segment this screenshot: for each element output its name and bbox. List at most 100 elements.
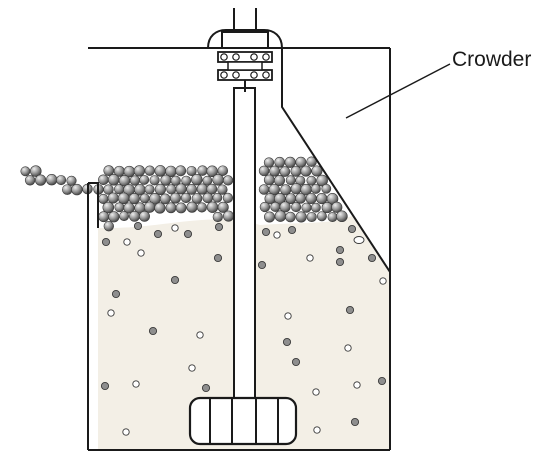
froth-bead: [139, 193, 150, 204]
froth-bead: [114, 184, 125, 195]
froth-bead: [20, 166, 31, 177]
flange-bolt: [220, 71, 228, 79]
froth-bead: [103, 221, 114, 232]
froth-bead: [222, 175, 234, 186]
froth-bead: [310, 183, 321, 194]
mineral-particle: [214, 222, 224, 232]
froth-bead: [159, 193, 171, 205]
froth-bead: [290, 183, 302, 195]
froth-bead: [181, 175, 192, 186]
froth-bead: [103, 165, 115, 176]
mineral-particle: [377, 376, 387, 386]
froth-bead: [300, 165, 312, 177]
froth-bead: [269, 165, 281, 177]
mineral-particle: [213, 253, 223, 263]
froth-bead: [274, 193, 286, 205]
mineral-particle: [367, 253, 377, 263]
froth-bead: [336, 210, 348, 223]
froth-bead: [196, 183, 208, 195]
froth-bead: [279, 201, 291, 213]
froth-bead: [258, 165, 270, 177]
froth-bead: [316, 174, 328, 187]
flange-bolt: [220, 53, 228, 61]
froth-bead: [222, 210, 235, 222]
mineral-particle: [101, 237, 111, 247]
froth-bead: [139, 210, 150, 222]
froth-bead: [191, 173, 203, 186]
mineral-particle: [335, 245, 345, 255]
air-bubble: [273, 231, 281, 239]
air-bubble: [137, 249, 145, 257]
air-bubble: [132, 380, 140, 388]
froth-bead: [321, 183, 332, 194]
froth-bead: [217, 184, 228, 195]
froth-bead: [206, 183, 218, 195]
froth-bead: [160, 174, 172, 186]
froth-bead: [107, 192, 119, 204]
froth-bead: [206, 201, 219, 213]
mineral-particle: [100, 381, 110, 391]
froth-bead: [295, 211, 307, 223]
air-bubble: [284, 312, 292, 320]
froth-bead: [107, 174, 120, 186]
froth-bead: [144, 165, 155, 176]
flange-bolt: [250, 53, 258, 61]
froth-bead: [144, 184, 155, 195]
froth-bead: [175, 183, 187, 195]
flange-bolt: [232, 71, 240, 79]
froth-bead: [34, 174, 47, 186]
froth-bead: [268, 183, 280, 196]
air-bubble: [107, 309, 115, 317]
froth-bead: [222, 192, 233, 203]
mineral-particle: [201, 383, 211, 393]
froth-bead: [170, 192, 181, 204]
mineral-particle: [170, 275, 180, 285]
mineral-particle: [261, 227, 271, 237]
froth-bead: [56, 175, 67, 186]
froth-bead: [291, 202, 302, 213]
flange-bolt: [262, 53, 270, 61]
froth-bead: [98, 174, 109, 186]
froth-bead: [175, 202, 187, 214]
froth-bead: [285, 175, 296, 186]
froth-bead: [259, 201, 271, 213]
air-bubble: [196, 331, 204, 339]
froth-bead: [290, 165, 302, 177]
mineral-particle: [335, 257, 345, 267]
froth-bead: [108, 211, 120, 223]
froth-bead: [71, 183, 83, 196]
froth-bead: [154, 202, 166, 214]
froth-bead: [66, 175, 77, 186]
froth-bead: [165, 202, 177, 214]
mineral-particle: [345, 305, 355, 315]
air-bubble: [306, 254, 314, 262]
froth-bead: [119, 211, 130, 222]
froth-bead: [180, 192, 192, 204]
froth-bead: [305, 192, 317, 205]
air-bubble: [353, 381, 361, 389]
froth-bead: [175, 165, 187, 177]
froth-bead: [327, 212, 338, 223]
mineral-particle: [347, 224, 357, 234]
froth-bead: [217, 165, 229, 176]
froth-bead: [129, 210, 140, 222]
froth-bead: [263, 157, 275, 168]
air-bubble: [344, 344, 352, 352]
froth-bead: [311, 165, 323, 177]
froth-bead: [103, 184, 114, 195]
froth-bead: [273, 174, 286, 187]
froth-bead: [149, 175, 160, 186]
air-bubble: [353, 236, 365, 244]
froth-bead: [258, 184, 270, 195]
froth-bead: [295, 192, 306, 204]
mineral-particle: [282, 337, 292, 347]
froth-bead: [331, 201, 343, 213]
froth-bead: [284, 156, 296, 168]
pulp-particles: [100, 221, 387, 436]
froth-bead: [62, 184, 73, 195]
froth-bead: [98, 211, 110, 223]
froth-layer: [20, 156, 348, 232]
air-bubble: [313, 426, 321, 434]
froth-bead: [202, 192, 214, 204]
froth-bead: [263, 174, 275, 186]
